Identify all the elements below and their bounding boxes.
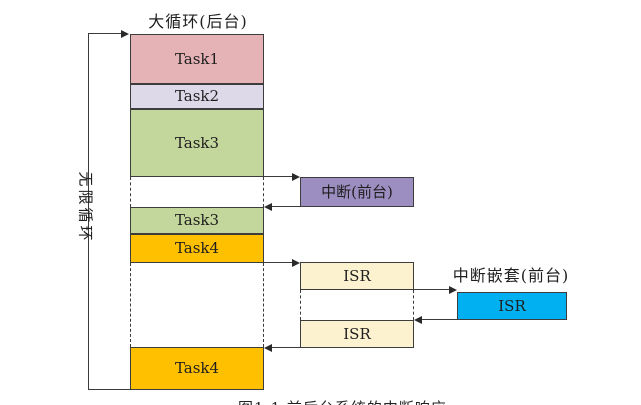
infinite-loop-line-vertical	[88, 33, 89, 390]
arrow-isr2-return-line	[272, 347, 300, 348]
interrupt-block: 中断(前台)	[300, 177, 414, 207]
arrow-to-interrupt-head-icon	[292, 172, 300, 181]
task2-label: Task2	[174, 87, 220, 105]
arrow-interrupt-return-head-icon	[264, 202, 272, 211]
arrow-to-isr1-head-icon	[292, 258, 300, 267]
isr-gap-dash-right	[412, 290, 414, 320]
task3-resume-label: Task3	[174, 211, 220, 229]
task3-resume-block: Task3	[130, 207, 264, 234]
arrow-isr2-return-head-icon	[264, 343, 272, 352]
arrow-nested-return-head-icon	[414, 315, 422, 324]
interrupt-label: 中断(前台)	[321, 182, 393, 201]
arrow-to-isr1-line	[263, 262, 293, 263]
infinite-loop-line-top	[88, 33, 122, 34]
column-gap1-dash-left	[130, 177, 131, 207]
nested-interrupt-title: 中断嵌套(前台)	[452, 266, 570, 285]
arrow-to-nested-isr-line	[300, 289, 450, 290]
infinite-loop-label: 无限循环	[76, 171, 95, 244]
figure-caption: 图1-1 前后台系统的中断响应	[238, 397, 498, 405]
arrow-interrupt-return-line	[272, 206, 300, 207]
task4-resume-label: Task4	[174, 359, 220, 377]
task4-resume-block: Task4	[130, 347, 264, 390]
isr1-label: ISR	[343, 266, 371, 285]
isr2-block: ISR	[300, 320, 414, 348]
background-loop-title: 大循环(后台)	[148, 12, 248, 31]
nested-isr-label: ISR	[498, 296, 526, 315]
arrow-to-interrupt-line	[263, 176, 293, 177]
isr2-label: ISR	[343, 324, 371, 343]
task4-label: Task4	[174, 239, 220, 257]
task1-block: Task1	[130, 34, 264, 84]
task4-block: Task4	[130, 234, 264, 263]
isr-gap-dash-left	[300, 290, 301, 320]
nested-isr-block: ISR	[457, 292, 567, 320]
column-gap2-dash-left	[130, 263, 131, 347]
arrow-nested-return-line	[422, 319, 457, 320]
task1-label: Task1	[174, 49, 220, 68]
task2-block: Task2	[130, 84, 264, 109]
task3-block: Task3	[130, 109, 264, 177]
arrow-to-nested-isr-head-icon	[449, 285, 457, 294]
isr1-block: ISR	[300, 262, 414, 290]
infinite-loop-line-bottom	[88, 389, 130, 390]
task3-label: Task3	[174, 133, 220, 152]
column-gap1-dash-right	[262, 177, 264, 207]
arrowhead-into-loop-top-icon	[121, 29, 129, 38]
column-gap2-dash-right	[262, 263, 264, 347]
